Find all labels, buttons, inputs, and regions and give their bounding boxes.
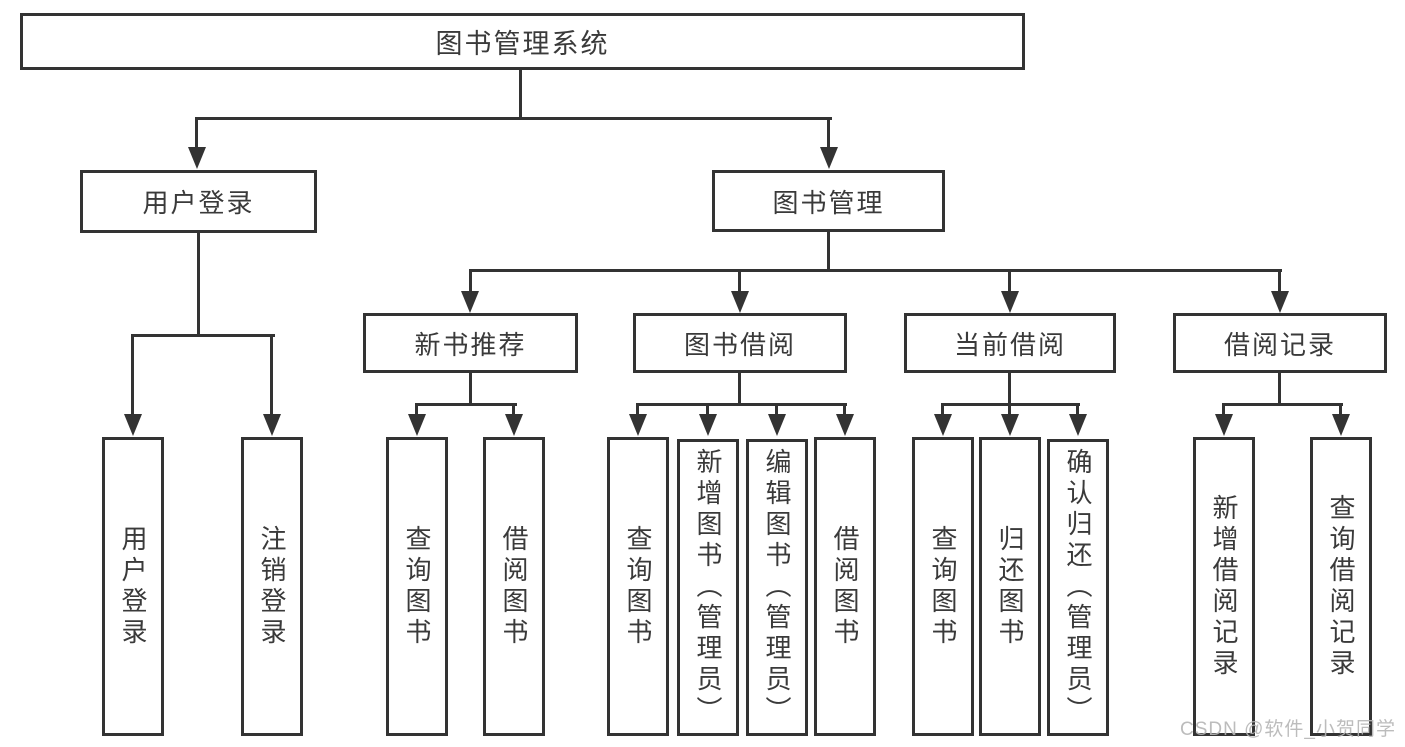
connector-book-management-stub [827, 232, 830, 271]
leaf-query-books-2: 查询图书 [607, 437, 669, 736]
node-label: 注销登录 [257, 524, 287, 649]
node-library-management-system: 图书管理系统 [20, 13, 1025, 70]
arrow-down-icon [1271, 291, 1289, 313]
connector-borrow-records-stub [1278, 373, 1281, 406]
node-book-management: 图书管理 [712, 170, 945, 232]
node-label: 编辑图书（管理员） [762, 448, 792, 727]
arrow-down-icon [461, 291, 479, 313]
connector-user-login-split [132, 334, 275, 337]
connector-to-leaf [131, 334, 134, 416]
arrow-down-icon [699, 414, 717, 436]
connector-root-split [196, 117, 832, 120]
connector-to-leaf [512, 403, 515, 416]
connector-to-leaf [415, 403, 418, 416]
arrow-down-icon [629, 414, 647, 436]
node-label: 查询图书 [928, 524, 958, 649]
leaf-query-books-3: 查询图书 [912, 437, 974, 736]
node-label: 图书管理 [772, 187, 885, 218]
arrow-down-icon [731, 291, 749, 313]
arrow-down-icon [1001, 414, 1019, 436]
leaf-edit-book-admin: 编辑图书（管理员） [746, 439, 808, 736]
node-label: 图书管理系统 [435, 29, 610, 59]
node-label: 当前借阅 [953, 329, 1066, 360]
arrow-down-icon [408, 414, 426, 436]
node-label: 查询图书 [402, 524, 432, 649]
leaf-user-login: 用户登录 [102, 437, 164, 736]
connector-to-book-management [827, 117, 830, 149]
arrow-down-icon [1069, 414, 1087, 436]
arrow-down-icon [934, 414, 952, 436]
node-user-login: 用户登录 [80, 170, 317, 233]
connector-to-leaf [1339, 403, 1342, 416]
node-label: 查询图书 [623, 524, 653, 649]
connector-new-book-split [416, 403, 517, 406]
leaf-logout: 注销登录 [241, 437, 303, 736]
connector-to-user-login [195, 117, 198, 149]
connector-to-leaf [1076, 403, 1079, 416]
arrow-down-icon [505, 414, 523, 436]
leaf-add-borrow-record: 新增借阅记录 [1193, 437, 1255, 736]
connector-to-leaf [636, 403, 639, 416]
watermark: CSDN @软件_小贺同学 [1180, 719, 1396, 740]
node-label: 用户登录 [142, 188, 255, 218]
node-label: 查询借阅记录 [1326, 493, 1356, 680]
node-new-book-recommend: 新书推荐 [363, 313, 578, 373]
leaf-confirm-return-admin: 确认归还（管理员） [1047, 439, 1109, 736]
leaf-return-books: 归还图书 [979, 437, 1041, 736]
connector-new-book-stub [469, 373, 472, 406]
leaf-add-book-admin: 新增图书（管理员） [677, 439, 739, 736]
connector-root-stub [519, 70, 522, 118]
arrow-down-icon [1001, 291, 1019, 313]
arrow-down-icon [836, 414, 854, 436]
connector-to-leaf [941, 403, 944, 416]
node-label: 新增图书（管理员） [693, 448, 723, 727]
connector-to-book-borrow [738, 269, 741, 293]
leaf-borrow-books-2: 借阅图书 [814, 437, 876, 736]
node-label: 用户登录 [118, 524, 148, 649]
connector-user-login-stub [197, 233, 200, 336]
arrow-down-icon [820, 147, 838, 169]
node-label: 借阅图书 [499, 524, 529, 649]
arrow-down-icon [188, 147, 206, 169]
connector-to-leaf [1222, 403, 1225, 416]
connector-to-current-borrow [1008, 269, 1011, 293]
node-current-borrow: 当前借阅 [904, 313, 1116, 373]
node-label: 图书借阅 [683, 329, 796, 360]
connector-to-new-book [469, 269, 472, 293]
node-label: 新书推荐 [414, 329, 527, 360]
node-label: 确认归还（管理员） [1063, 448, 1093, 727]
arrow-down-icon [1332, 414, 1350, 436]
connector-current-borrow-stub [1008, 373, 1011, 406]
connector-to-leaf [843, 403, 846, 416]
node-borrow-records: 借阅记录 [1173, 313, 1387, 373]
connector-borrow-records-split [1222, 403, 1343, 406]
arrow-down-icon [768, 414, 786, 436]
connector-to-leaf [1008, 403, 1011, 416]
node-label: 归还图书 [995, 524, 1025, 649]
connector-book-borrow-stub [738, 373, 741, 406]
arrow-down-icon [124, 414, 142, 436]
arrow-down-icon [263, 414, 281, 436]
node-label: 借阅图书 [830, 524, 860, 649]
connector-to-leaf [270, 334, 273, 416]
leaf-borrow-books-1: 借阅图书 [483, 437, 545, 736]
leaf-query-borrow-record: 查询借阅记录 [1310, 437, 1372, 736]
connector-book-borrow-split [636, 403, 847, 406]
node-label: 新增借阅记录 [1209, 493, 1239, 680]
node-label: 借阅记录 [1223, 329, 1336, 360]
connector-to-borrow-records [1278, 269, 1281, 293]
arrow-down-icon [1215, 414, 1233, 436]
connector-to-leaf [775, 403, 778, 416]
node-book-borrow: 图书借阅 [633, 313, 847, 373]
leaf-query-books-1: 查询图书 [386, 437, 448, 736]
connector-book-management-split [469, 269, 1282, 272]
connector-to-leaf [706, 403, 709, 416]
